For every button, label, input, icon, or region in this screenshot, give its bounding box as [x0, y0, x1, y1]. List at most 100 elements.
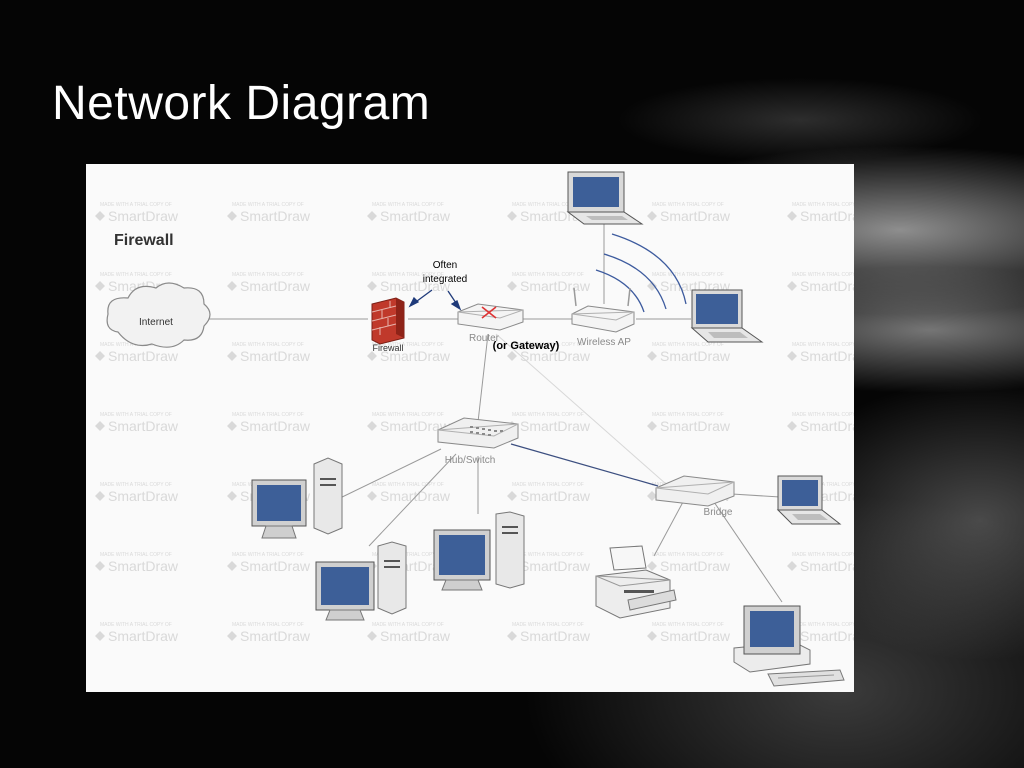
watermark-brand-text: SmartDraw	[800, 278, 854, 294]
watermark-diamond-icon	[787, 421, 797, 431]
watermark-small-text: MADE WITH A TRIAL COPY OF	[232, 412, 304, 418]
watermark-small-text: MADE WITH A TRIAL COPY OF	[512, 272, 584, 278]
wireless-ap-icon	[571, 287, 635, 333]
watermark-diamond-icon	[507, 631, 517, 641]
printer-icon	[595, 545, 677, 619]
watermark-small-text: MADE WITH A TRIAL COPY OF	[100, 482, 172, 488]
bridge-label: Bridge	[704, 507, 733, 518]
integrated-label: integrated	[423, 274, 467, 285]
watermark-small-text: MADE WITH A TRIAL COPY OF	[792, 482, 854, 488]
watermark-diamond-icon	[787, 561, 797, 571]
watermark-diamond-icon	[227, 421, 237, 431]
watermark-brand-text: SmartDraw	[660, 558, 731, 574]
watermark-diamond-icon	[227, 281, 237, 291]
watermark-small-text: MADE WITH A TRIAL COPY OF	[792, 622, 854, 628]
watermark-diamond-icon	[647, 281, 657, 291]
watermark-diamond-icon	[95, 491, 105, 501]
watermark-diamond-icon	[227, 491, 237, 501]
watermark-small-text: MADE WITH A TRIAL COPY OF	[232, 272, 304, 278]
watermark-diamond-icon	[95, 351, 105, 361]
desktop-pc-icon	[733, 605, 845, 687]
watermark-small-text: MADE WITH A TRIAL COPY OF	[512, 482, 584, 488]
watermark-small-text: MADE WITH A TRIAL COPY OF	[372, 552, 444, 558]
watermark-brand-text: SmartDraw	[108, 208, 179, 224]
watermark-brand-text: SmartDraw	[660, 628, 731, 644]
desktop-pc-icon	[433, 511, 525, 591]
internet-label: Internet	[139, 317, 173, 328]
link-switch-bridge	[510, 443, 659, 487]
diagram-heading: Firewall	[114, 232, 174, 249]
watermark-brand-text: SmartDraw	[800, 628, 854, 644]
watermark-diamond-icon	[227, 351, 237, 361]
watermark-small-text: MADE WITH A TRIAL COPY OF	[372, 622, 444, 628]
watermark-diamond-icon	[647, 351, 657, 361]
desktop-pc-icon	[315, 541, 407, 621]
watermark-small-text: MADE WITH A TRIAL COPY OF	[372, 342, 444, 348]
watermark-brand-text: SmartDraw	[520, 348, 591, 364]
router-icon	[457, 303, 524, 331]
watermark-brand-text: SmartDraw	[380, 488, 451, 504]
watermark-small-text: MADE WITH A TRIAL COPY OF	[100, 552, 172, 558]
watermark-diamond-icon	[647, 491, 657, 501]
watermark-diamond-icon	[647, 561, 657, 571]
watermark-diamond-icon	[787, 281, 797, 291]
watermark-brand-text: SmartDraw	[108, 488, 179, 504]
watermark-small-text: MADE WITH A TRIAL COPY OF	[232, 622, 304, 628]
watermark-brand-text: SmartDraw	[520, 558, 591, 574]
watermark-brand-text: SmartDraw	[660, 208, 731, 224]
watermark-brand-text: SmartDraw	[240, 208, 311, 224]
watermark-small-text: MADE WITH A TRIAL COPY OF	[792, 342, 854, 348]
watermark-brand-text: SmartDraw	[520, 278, 591, 294]
link-router-switch	[477, 333, 489, 423]
watermark-small-text: MADE WITH A TRIAL COPY OF	[372, 272, 444, 278]
watermark-diamond-icon	[367, 211, 377, 221]
watermark-brand-text: SmartDraw	[800, 208, 854, 224]
watermark-brand-text: SmartDraw	[800, 558, 854, 574]
watermark-small-text: MADE WITH A TRIAL COPY OF	[372, 412, 444, 418]
watermark-diamond-icon	[647, 631, 657, 641]
watermark-brand-text: SmartDraw	[660, 418, 731, 434]
watermark-small-text: MADE WITH A TRIAL COPY OF	[512, 202, 584, 208]
watermark-diamond-icon	[95, 421, 105, 431]
watermark-small-text: MADE WITH A TRIAL COPY OF	[100, 622, 172, 628]
watermark-diamond-icon	[95, 561, 105, 571]
watermark-diamond-icon	[787, 211, 797, 221]
link-switch-pc2	[368, 453, 457, 547]
watermark-brand-text: SmartDraw	[380, 208, 451, 224]
gateway-label: (or Gateway)	[493, 340, 560, 352]
watermark-diamond-icon	[507, 491, 517, 501]
watermark-small-text: MADE WITH A TRIAL COPY OF	[372, 482, 444, 488]
watermark-small-text: MADE WITH A TRIAL COPY OF	[652, 412, 724, 418]
wireless-ap-label: Wireless AP	[577, 337, 631, 348]
watermark-small-text: MADE WITH A TRIAL COPY OF	[512, 552, 584, 558]
watermark-brand-text: SmartDraw	[660, 348, 731, 364]
laptop-icon	[776, 475, 842, 525]
watermark-small-text: MADE WITH A TRIAL COPY OF	[100, 202, 172, 208]
watermark-small-text: MADE WITH A TRIAL COPY OF	[100, 412, 172, 418]
watermark-diamond-icon	[367, 351, 377, 361]
watermark-brand-text: SmartDraw	[380, 628, 451, 644]
